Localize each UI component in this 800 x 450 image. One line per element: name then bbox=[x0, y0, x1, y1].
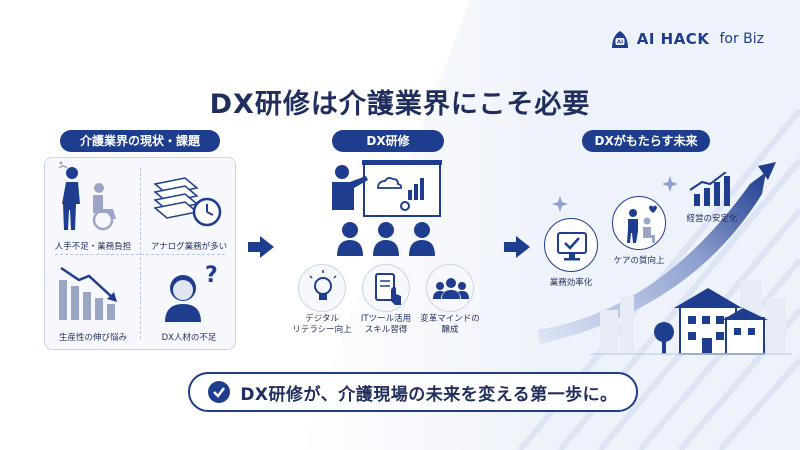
conclusion-text: DX研修が、介護現場の未来を変える第一歩に。 bbox=[240, 384, 618, 405]
skill-label: ITツール活用 スキル習得 bbox=[360, 314, 412, 335]
outcome-circle bbox=[612, 196, 666, 250]
conclusion-banner: DX研修が、介護現場の未来を変える第一歩に。 bbox=[188, 372, 638, 412]
skill-label: 変革マインドの 醸成 bbox=[420, 314, 480, 335]
current-panel: 人手不足・業務負担 アナログ業務が多い bbox=[44, 157, 236, 350]
training-heading: DX研修 bbox=[332, 130, 444, 152]
issue-label: DX人材の不足 bbox=[161, 333, 217, 343]
robot-hood-icon: AI bbox=[611, 31, 628, 48]
tablet-touch-icon bbox=[375, 273, 401, 305]
skill-label: デジタル リテラシー向上 bbox=[292, 314, 352, 335]
facility-building-icon bbox=[590, 288, 792, 355]
logo-name: AI HACK bbox=[636, 30, 710, 48]
future-growth-illustration bbox=[538, 162, 792, 355]
care-heart-icon bbox=[627, 205, 657, 243]
logo-mark-text: AI bbox=[617, 40, 623, 46]
declining-bar-chart-icon bbox=[59, 266, 117, 320]
issue-cell: アナログ業務が多い bbox=[141, 158, 237, 254]
issue-cell: 人手不足・業務負担 bbox=[45, 158, 141, 254]
paper-stack-clock-icon bbox=[153, 177, 222, 227]
issue-label: 人手不足・業務負担 bbox=[54, 242, 132, 252]
arrow-right-icon bbox=[248, 236, 274, 258]
outcome-label: ケアの質向上 bbox=[613, 256, 665, 266]
divider bbox=[140, 168, 141, 339]
skill-bubble bbox=[426, 264, 474, 312]
check-circle-icon bbox=[208, 381, 231, 403]
caregiver-wheelchair-icon bbox=[58, 161, 116, 231]
issue-cell: ? DX人材の不足 bbox=[141, 254, 237, 350]
outcome-label: 経営の安定化 bbox=[686, 214, 738, 224]
page-title: DX研修は介護業界にこそ必要 bbox=[209, 89, 591, 120]
growth-chart-icon bbox=[689, 172, 730, 206]
brand-logo: AI AI HACK for Biz bbox=[609, 28, 764, 50]
lightbulb-icon bbox=[309, 270, 337, 300]
logo-suffix: for Biz bbox=[719, 31, 764, 47]
confused-person-icon: ? bbox=[165, 263, 218, 322]
arrow-right-icon bbox=[504, 236, 530, 258]
issue-cell: 生産性の伸び悩み bbox=[45, 254, 141, 350]
outcome-circle bbox=[544, 218, 598, 272]
issue-label: 生産性の伸び悩み bbox=[58, 333, 127, 343]
current-heading: 介護業界の現状・課題 bbox=[60, 130, 220, 152]
training-presentation-icon bbox=[332, 160, 442, 256]
svg-text:?: ? bbox=[205, 263, 218, 288]
skill-bubble bbox=[362, 264, 410, 312]
outcome-label: 業務効率化 bbox=[549, 278, 593, 288]
monitor-check-icon bbox=[557, 232, 587, 261]
skill-bubble bbox=[298, 264, 346, 312]
issue-label: アナログ業務が多い bbox=[150, 242, 228, 252]
team-people-icon bbox=[433, 278, 469, 299]
future-heading: DXがもたらす未来 bbox=[582, 130, 710, 152]
